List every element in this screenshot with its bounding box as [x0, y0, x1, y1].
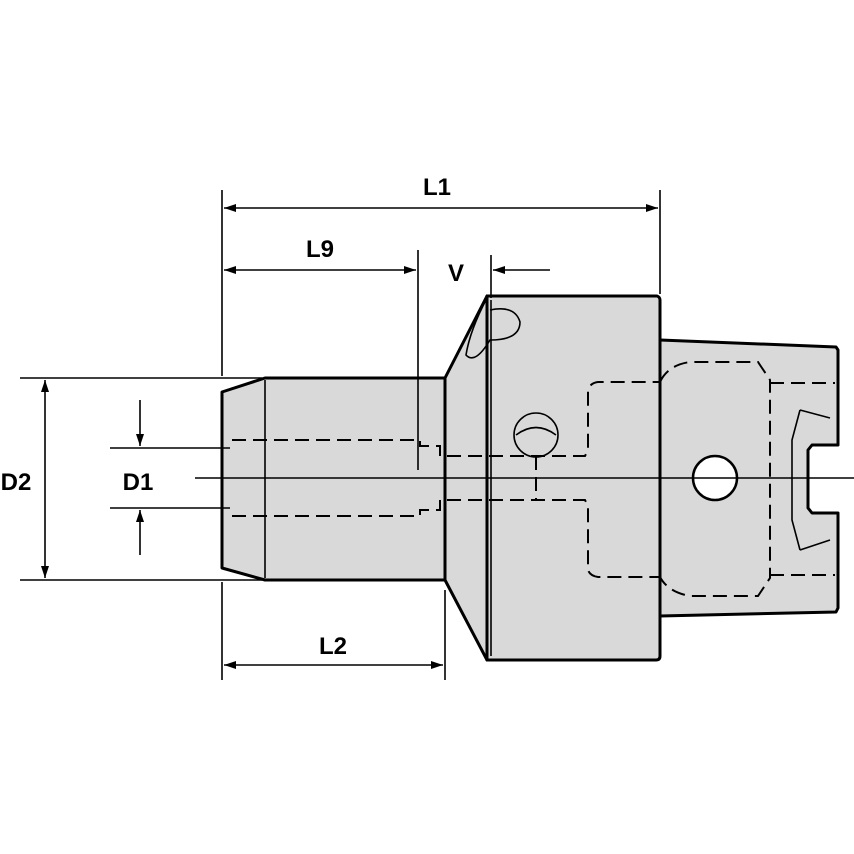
- label-d1: D1: [123, 469, 154, 496]
- cone-slot: [465, 297, 521, 359]
- label-d2: D2: [1, 469, 32, 496]
- hidden-bore: [232, 381, 660, 457]
- label-v: V: [448, 260, 464, 287]
- ball-icon: [513, 412, 559, 458]
- label-l2: L2: [319, 633, 347, 660]
- extension-lines: [20, 190, 661, 680]
- label-l9: L9: [306, 236, 334, 263]
- label-l1: L1: [423, 174, 451, 201]
- shank: [220, 376, 447, 582]
